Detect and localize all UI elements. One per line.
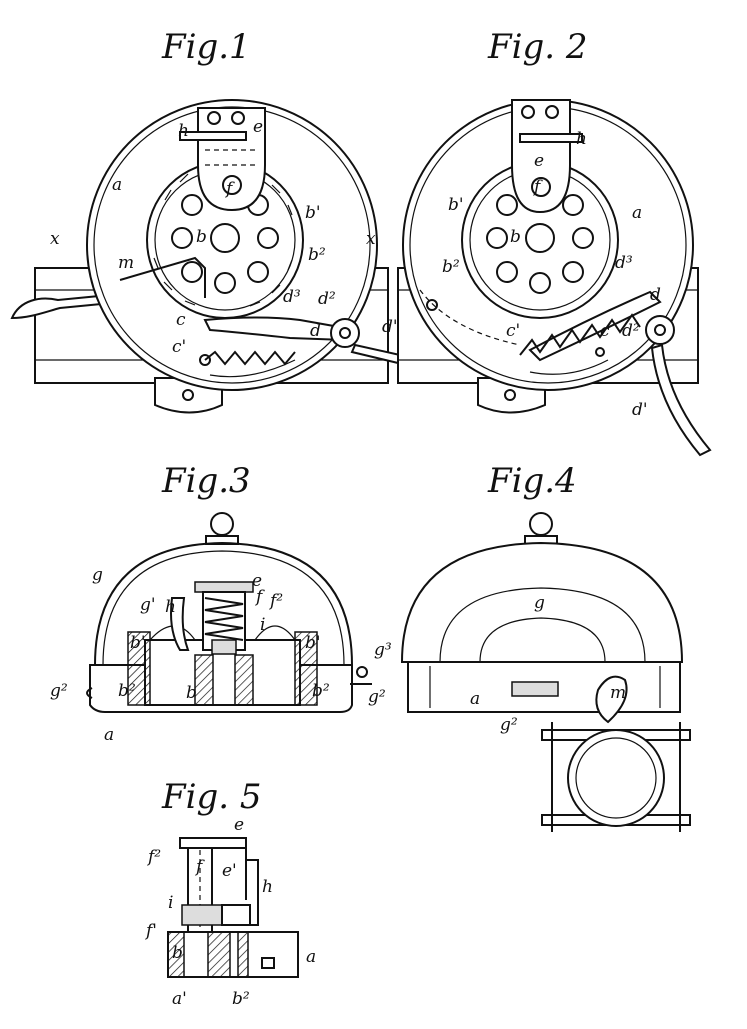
fig2-label: f xyxy=(532,177,543,197)
fig1-label: c xyxy=(176,310,186,330)
coil-spring xyxy=(204,597,244,641)
fig1-label: b xyxy=(196,227,207,247)
fig1-label: c' xyxy=(172,337,186,357)
figure-5: Fig. 5 e f² f e' h i f' b a a' b² xyxy=(144,777,316,1009)
figure-4-labels: g m a g² xyxy=(470,593,626,735)
fig1-label: x xyxy=(50,229,60,249)
fig2-label: e xyxy=(534,151,544,171)
figure-3: Fig.3 g e g' h f f² xyxy=(50,461,392,745)
fig5-label: e xyxy=(234,815,244,835)
figure-2-title: Fig. 2 xyxy=(487,27,587,67)
fig2-label: c' xyxy=(506,321,520,341)
fig3-label: h xyxy=(165,597,176,617)
fig1-label: d³ xyxy=(283,287,301,307)
fig5-label: i xyxy=(168,893,173,913)
fig4-label: g² xyxy=(500,715,518,735)
fig3-label: b' xyxy=(305,633,321,653)
fig3-label: e xyxy=(252,571,262,591)
fig5-label: f xyxy=(194,857,205,877)
base-housing xyxy=(167,931,299,978)
spring xyxy=(519,313,641,356)
fig3-label: i xyxy=(260,615,265,635)
figure-3-labels: g e g' h f f² i b' b' g³ g² b² b b² g² a xyxy=(50,565,392,745)
figure-2: Fig. 2 xyxy=(397,27,712,457)
fig2-label: b' xyxy=(448,195,464,215)
fig4-label: a xyxy=(470,689,480,709)
fig3-label: g' xyxy=(140,595,156,615)
dome-cover xyxy=(94,541,353,666)
top-bracket xyxy=(511,99,571,214)
top-knob xyxy=(529,512,553,536)
fig2-label: a xyxy=(632,203,642,223)
figure-1-title: Fig.1 xyxy=(161,27,251,67)
fig5-label: f² xyxy=(146,847,161,867)
figure-5-title: Fig. 5 xyxy=(161,777,261,817)
fig2-label: d xyxy=(650,285,661,305)
fig1-label: x xyxy=(366,229,376,249)
fig2-label: c xyxy=(600,321,610,341)
pipe-section xyxy=(567,729,665,827)
fig3-label: g² xyxy=(368,687,386,707)
fig2-label: d³ xyxy=(615,253,633,273)
fig4-label: g xyxy=(534,593,545,613)
fig2-label: d' xyxy=(632,400,648,420)
fig1-label: d² xyxy=(318,289,336,309)
figure-5-labels: e f² f e' h i f' b a a' b² xyxy=(144,815,316,1009)
fig5-label: f' xyxy=(144,921,157,941)
figure-3-title: Fig.3 xyxy=(161,461,251,501)
fig2-label: h xyxy=(576,129,587,149)
figure-1-labels: h e a f b' x b b² x m d³ d² c d d' c' xyxy=(50,117,398,357)
fig5-label: a' xyxy=(172,989,187,1009)
fig1-label: a xyxy=(112,175,122,195)
fig1-label: d' xyxy=(382,317,398,337)
fig1-label: b² xyxy=(308,245,326,265)
fig3-label: g xyxy=(92,565,103,585)
spring xyxy=(204,350,296,366)
fig5-label: a xyxy=(306,947,316,967)
fig2-label: b xyxy=(510,227,521,247)
fig5-label: h xyxy=(262,877,273,897)
fig5-label: e' xyxy=(222,861,237,881)
fig3-label: f xyxy=(254,587,265,607)
top-knob xyxy=(210,512,234,536)
fig2-label: d² xyxy=(622,321,640,341)
fig3-label: g² xyxy=(50,681,68,701)
figure-4: Fig.4 g m a g² xyxy=(400,461,691,832)
fig1-label: f xyxy=(224,179,235,199)
fig4-label: m xyxy=(610,683,626,703)
fig2-label: b² xyxy=(442,257,460,277)
dome-cover xyxy=(400,541,684,663)
fig1-label: e xyxy=(253,117,263,137)
fig1-label: b' xyxy=(305,203,321,223)
fig1-label: m xyxy=(118,253,134,273)
fig5-label: b² xyxy=(232,989,250,1009)
drum-holes xyxy=(486,184,594,294)
fig3-label: b² xyxy=(118,681,136,701)
fig5-label: b xyxy=(172,943,183,963)
lever-handle xyxy=(595,675,628,724)
fig1-label: h xyxy=(178,121,189,141)
figure-1: Fig.1 xyxy=(10,27,402,414)
fig3-label: b xyxy=(186,683,197,703)
fig1-label: d xyxy=(310,321,321,341)
figure-4-title: Fig.4 xyxy=(487,461,577,501)
fig3-label: a xyxy=(104,725,114,745)
fig3-label: b² xyxy=(312,681,330,701)
figure-2-labels: h e f b' a b b² d³ d c' c d² d' xyxy=(442,129,661,420)
fig3-label: b' xyxy=(130,633,146,653)
fig3-label: f² xyxy=(268,591,283,611)
fig3-label: g³ xyxy=(374,640,392,660)
